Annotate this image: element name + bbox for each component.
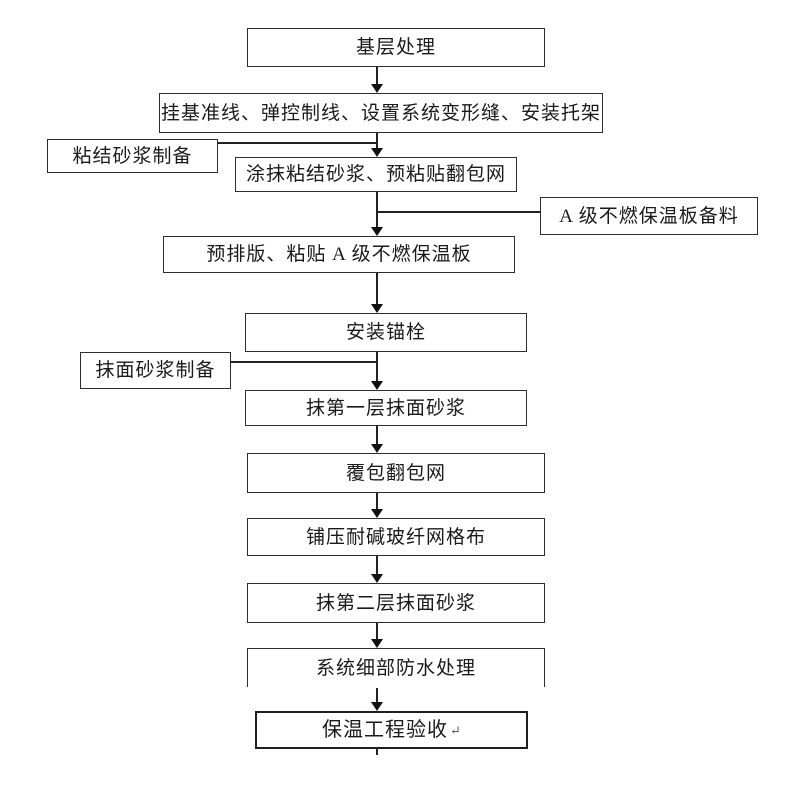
flow-step-system-detail-waterproofing: 系统细部防水处理 — [247, 648, 545, 687]
arrow-head — [371, 639, 383, 648]
flow-arrow-down — [371, 688, 383, 711]
acceptance-label: 保温工程验收 — [322, 719, 449, 741]
arrow-line — [376, 273, 378, 306]
side-step-rendering-mortar-preparation: 抹面砂浆制备 — [80, 352, 231, 389]
cursor-tick — [376, 749, 378, 755]
arrow-line — [376, 556, 378, 576]
arrow-head — [371, 227, 383, 236]
flow-arrow-down — [371, 426, 383, 453]
flow-step-lay-press-fiberglass-mesh: 铺压耐碱玻纤网格布 — [247, 518, 545, 556]
flow-arrow-down — [371, 67, 383, 93]
flow-arrow-down — [371, 352, 383, 390]
connector-board-material — [377, 211, 541, 213]
flow-arrow-down — [371, 273, 383, 313]
arrow-line — [376, 493, 378, 511]
arrow-line — [376, 688, 378, 704]
connector-bonding-mortar — [218, 142, 378, 144]
arrow-line — [376, 67, 378, 86]
flow-step-base-treatment: 基层处理 — [247, 28, 545, 67]
flow-step-cover-turnup-mesh: 覆包翻包网 — [247, 453, 545, 493]
arrow-head — [371, 702, 383, 711]
flow-step-apply-bonding-mortar: 涂抹粘结砂浆、预粘贴翻包网 — [235, 157, 517, 192]
arrow-head — [371, 381, 383, 390]
flow-arrow-down — [371, 493, 383, 518]
arrow-line — [376, 352, 378, 383]
side-step-class-a-board-material: A 级不燃保温板备料 — [540, 197, 758, 235]
flow-arrow-down — [371, 192, 383, 236]
arrow-head — [371, 444, 383, 453]
arrow-head — [371, 148, 383, 157]
arrow-head — [371, 574, 383, 583]
flow-step-datum-control-lines: 挂基准线、弹控制线、设置系统变形缝、安装托架 — [159, 93, 603, 133]
arrow-head — [371, 509, 383, 518]
arrow-line — [376, 192, 378, 229]
flow-step-second-rendering-coat: 抹第二层抹面砂浆 — [247, 583, 545, 623]
side-step-bonding-mortar-preparation: 粘结砂浆制备 — [47, 139, 218, 173]
flow-arrow-down — [371, 623, 383, 648]
arrow-line — [376, 133, 378, 150]
flow-arrow-down — [371, 133, 383, 157]
flow-arrow-down — [371, 556, 383, 583]
flow-step-install-anchor-bolts: 安装锚栓 — [245, 313, 527, 352]
connector-rendering-mortar — [231, 361, 378, 363]
arrow-line — [376, 426, 378, 446]
arrow-head — [371, 304, 383, 313]
arrow-line — [376, 623, 378, 641]
arrow-head — [371, 84, 383, 93]
paragraph-return-mark: ↵ — [450, 722, 461, 738]
flow-step-insulation-acceptance: 保温工程验收 ↵ — [255, 711, 528, 749]
flow-step-first-rendering-coat: 抹第一层抹面砂浆 — [245, 390, 527, 426]
flow-step-pre-layout-paste-boards: 预排版、粘贴 A 级不燃保温板 — [163, 236, 515, 273]
